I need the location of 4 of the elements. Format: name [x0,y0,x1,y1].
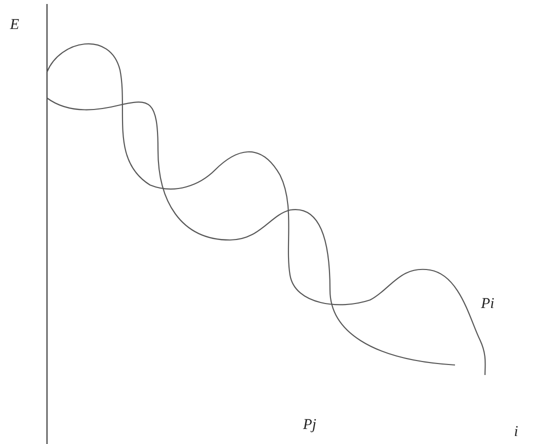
curve-label: Pi [481,297,494,312]
axis-label: E [10,18,20,33]
axis-label: i [514,425,518,440]
curve-label: Pj [303,418,316,433]
